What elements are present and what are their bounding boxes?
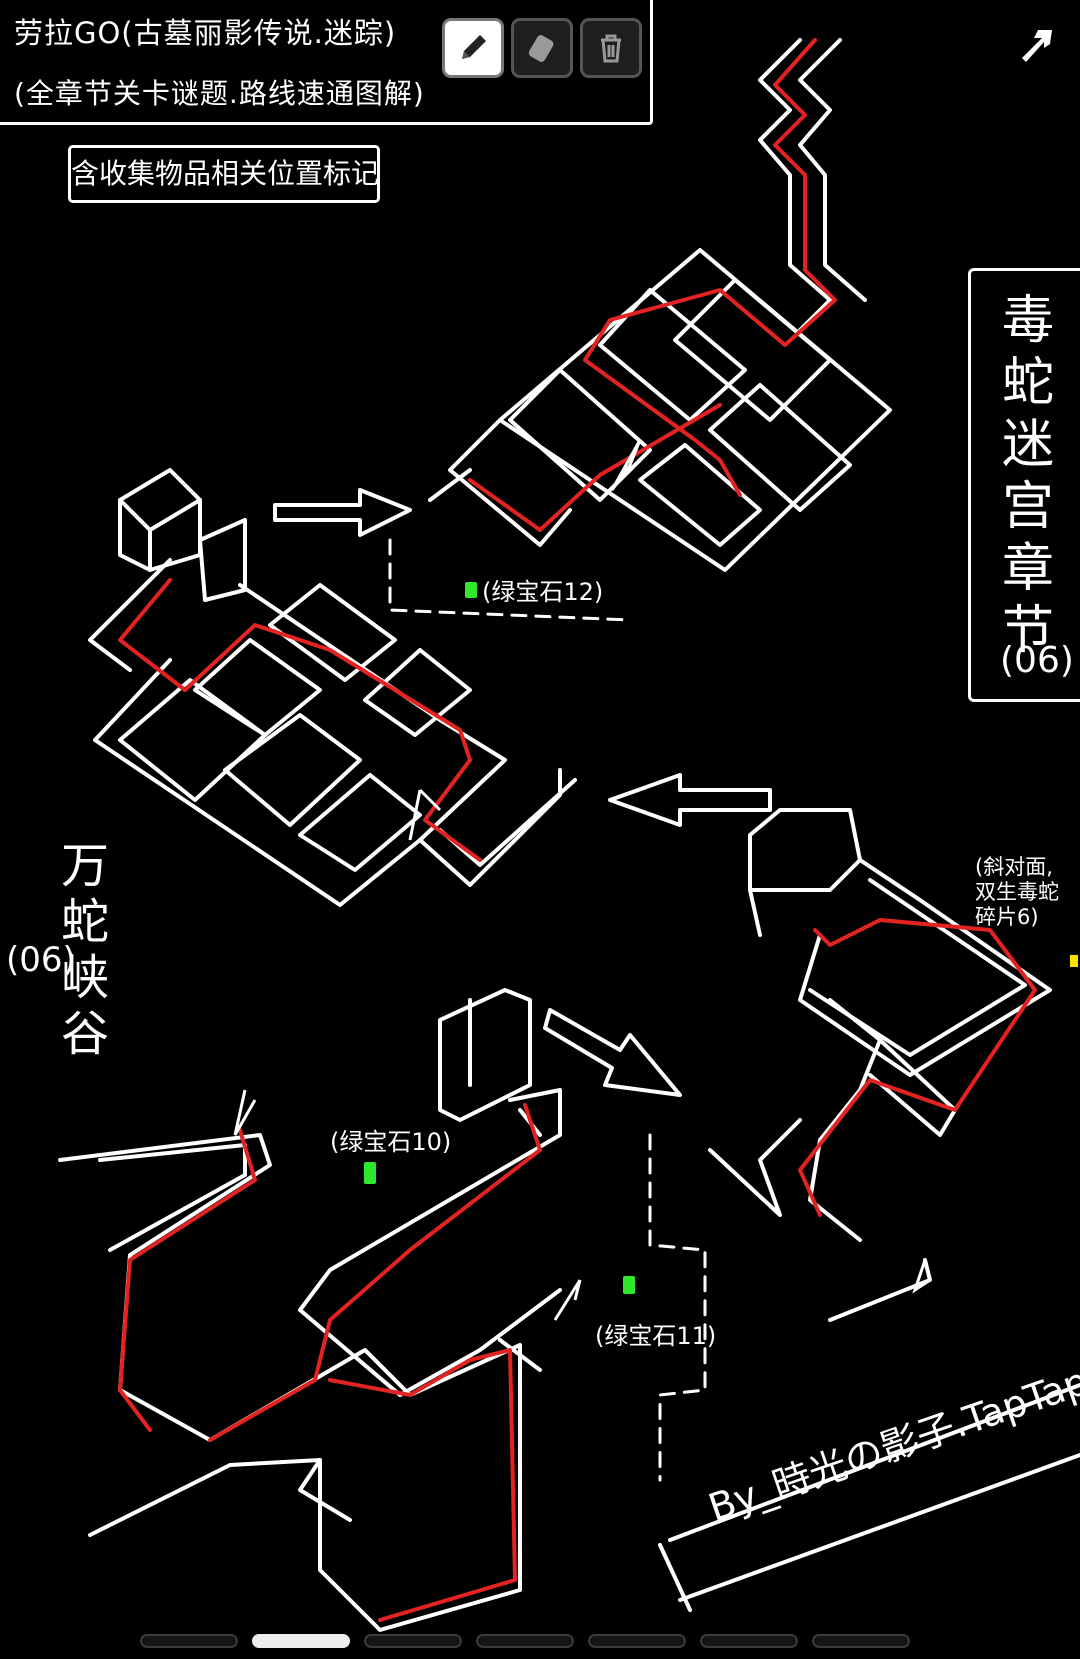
flow-arrows: [273, 488, 772, 1097]
relic-icon: [1070, 955, 1078, 967]
expand-arrow-icon: [1022, 30, 1052, 62]
page-dot[interactable]: [588, 1634, 686, 1648]
chapter-name: 毒蛇迷宫章节: [1001, 291, 1054, 661]
route-middle-left: [118, 578, 482, 862]
gem-10-label: (绿宝石10): [330, 1128, 452, 1156]
top-grid: [428, 248, 892, 572]
chapter-frame: [968, 268, 1080, 702]
trash-button[interactable]: [580, 18, 642, 78]
page-dot[interactable]: [476, 1634, 574, 1648]
relic-note-line1: (斜对面,: [975, 855, 1053, 879]
title-frame: [0, 0, 653, 125]
gem-icon: [623, 1276, 635, 1294]
credit-frame: [658, 1383, 1080, 1612]
middle-left-grid: [88, 468, 577, 907]
route-top-2: [468, 403, 722, 532]
dashed-connectors: [388, 538, 707, 1482]
gem-icon: [465, 582, 477, 598]
gem-icon: [364, 1162, 376, 1184]
chapter-number: (06): [1000, 640, 1074, 681]
page-dot[interactable]: [812, 1634, 910, 1648]
page-dot[interactable]: [140, 1634, 238, 1648]
expand-button[interactable]: [1012, 22, 1058, 68]
relic-note-line3: 碎片6): [975, 905, 1039, 929]
page-title-line2: (全章节关卡谜题.路线速通图解): [14, 77, 425, 110]
page-subtitle: 含收集物品相关位置标记: [68, 145, 380, 203]
eraser-icon: [528, 35, 554, 62]
bottom-structure: [58, 988, 562, 1632]
relic-note: (斜对面, 双生毒蛇 碎片6): [975, 855, 1059, 930]
top-corridor: [758, 38, 867, 332]
relic-note-line2: 双生毒蛇: [975, 880, 1059, 904]
page-title: 劳拉GO(古墓丽影传说.迷踪): [14, 16, 397, 50]
level-number: (06): [6, 940, 76, 980]
gem-12-label: (绿宝石12): [482, 578, 604, 606]
pencil-icon: [462, 35, 486, 59]
page-indicator[interactable]: [140, 1634, 940, 1654]
eraser-button[interactable]: [511, 18, 573, 78]
route-top: [583, 38, 837, 497]
page-dot-active[interactable]: [252, 1634, 350, 1648]
gem-11-label: (绿宝石11): [595, 1322, 717, 1350]
route-right: [798, 918, 1037, 1217]
trash-icon: [601, 34, 621, 63]
pencil-button[interactable]: [442, 18, 504, 78]
route-bottom-left: [118, 1103, 542, 1622]
level-name: 万蛇峡谷: [60, 838, 109, 1062]
page-dot[interactable]: [364, 1634, 462, 1648]
page-dot[interactable]: [700, 1634, 798, 1648]
right-structure: [708, 808, 1052, 1322]
